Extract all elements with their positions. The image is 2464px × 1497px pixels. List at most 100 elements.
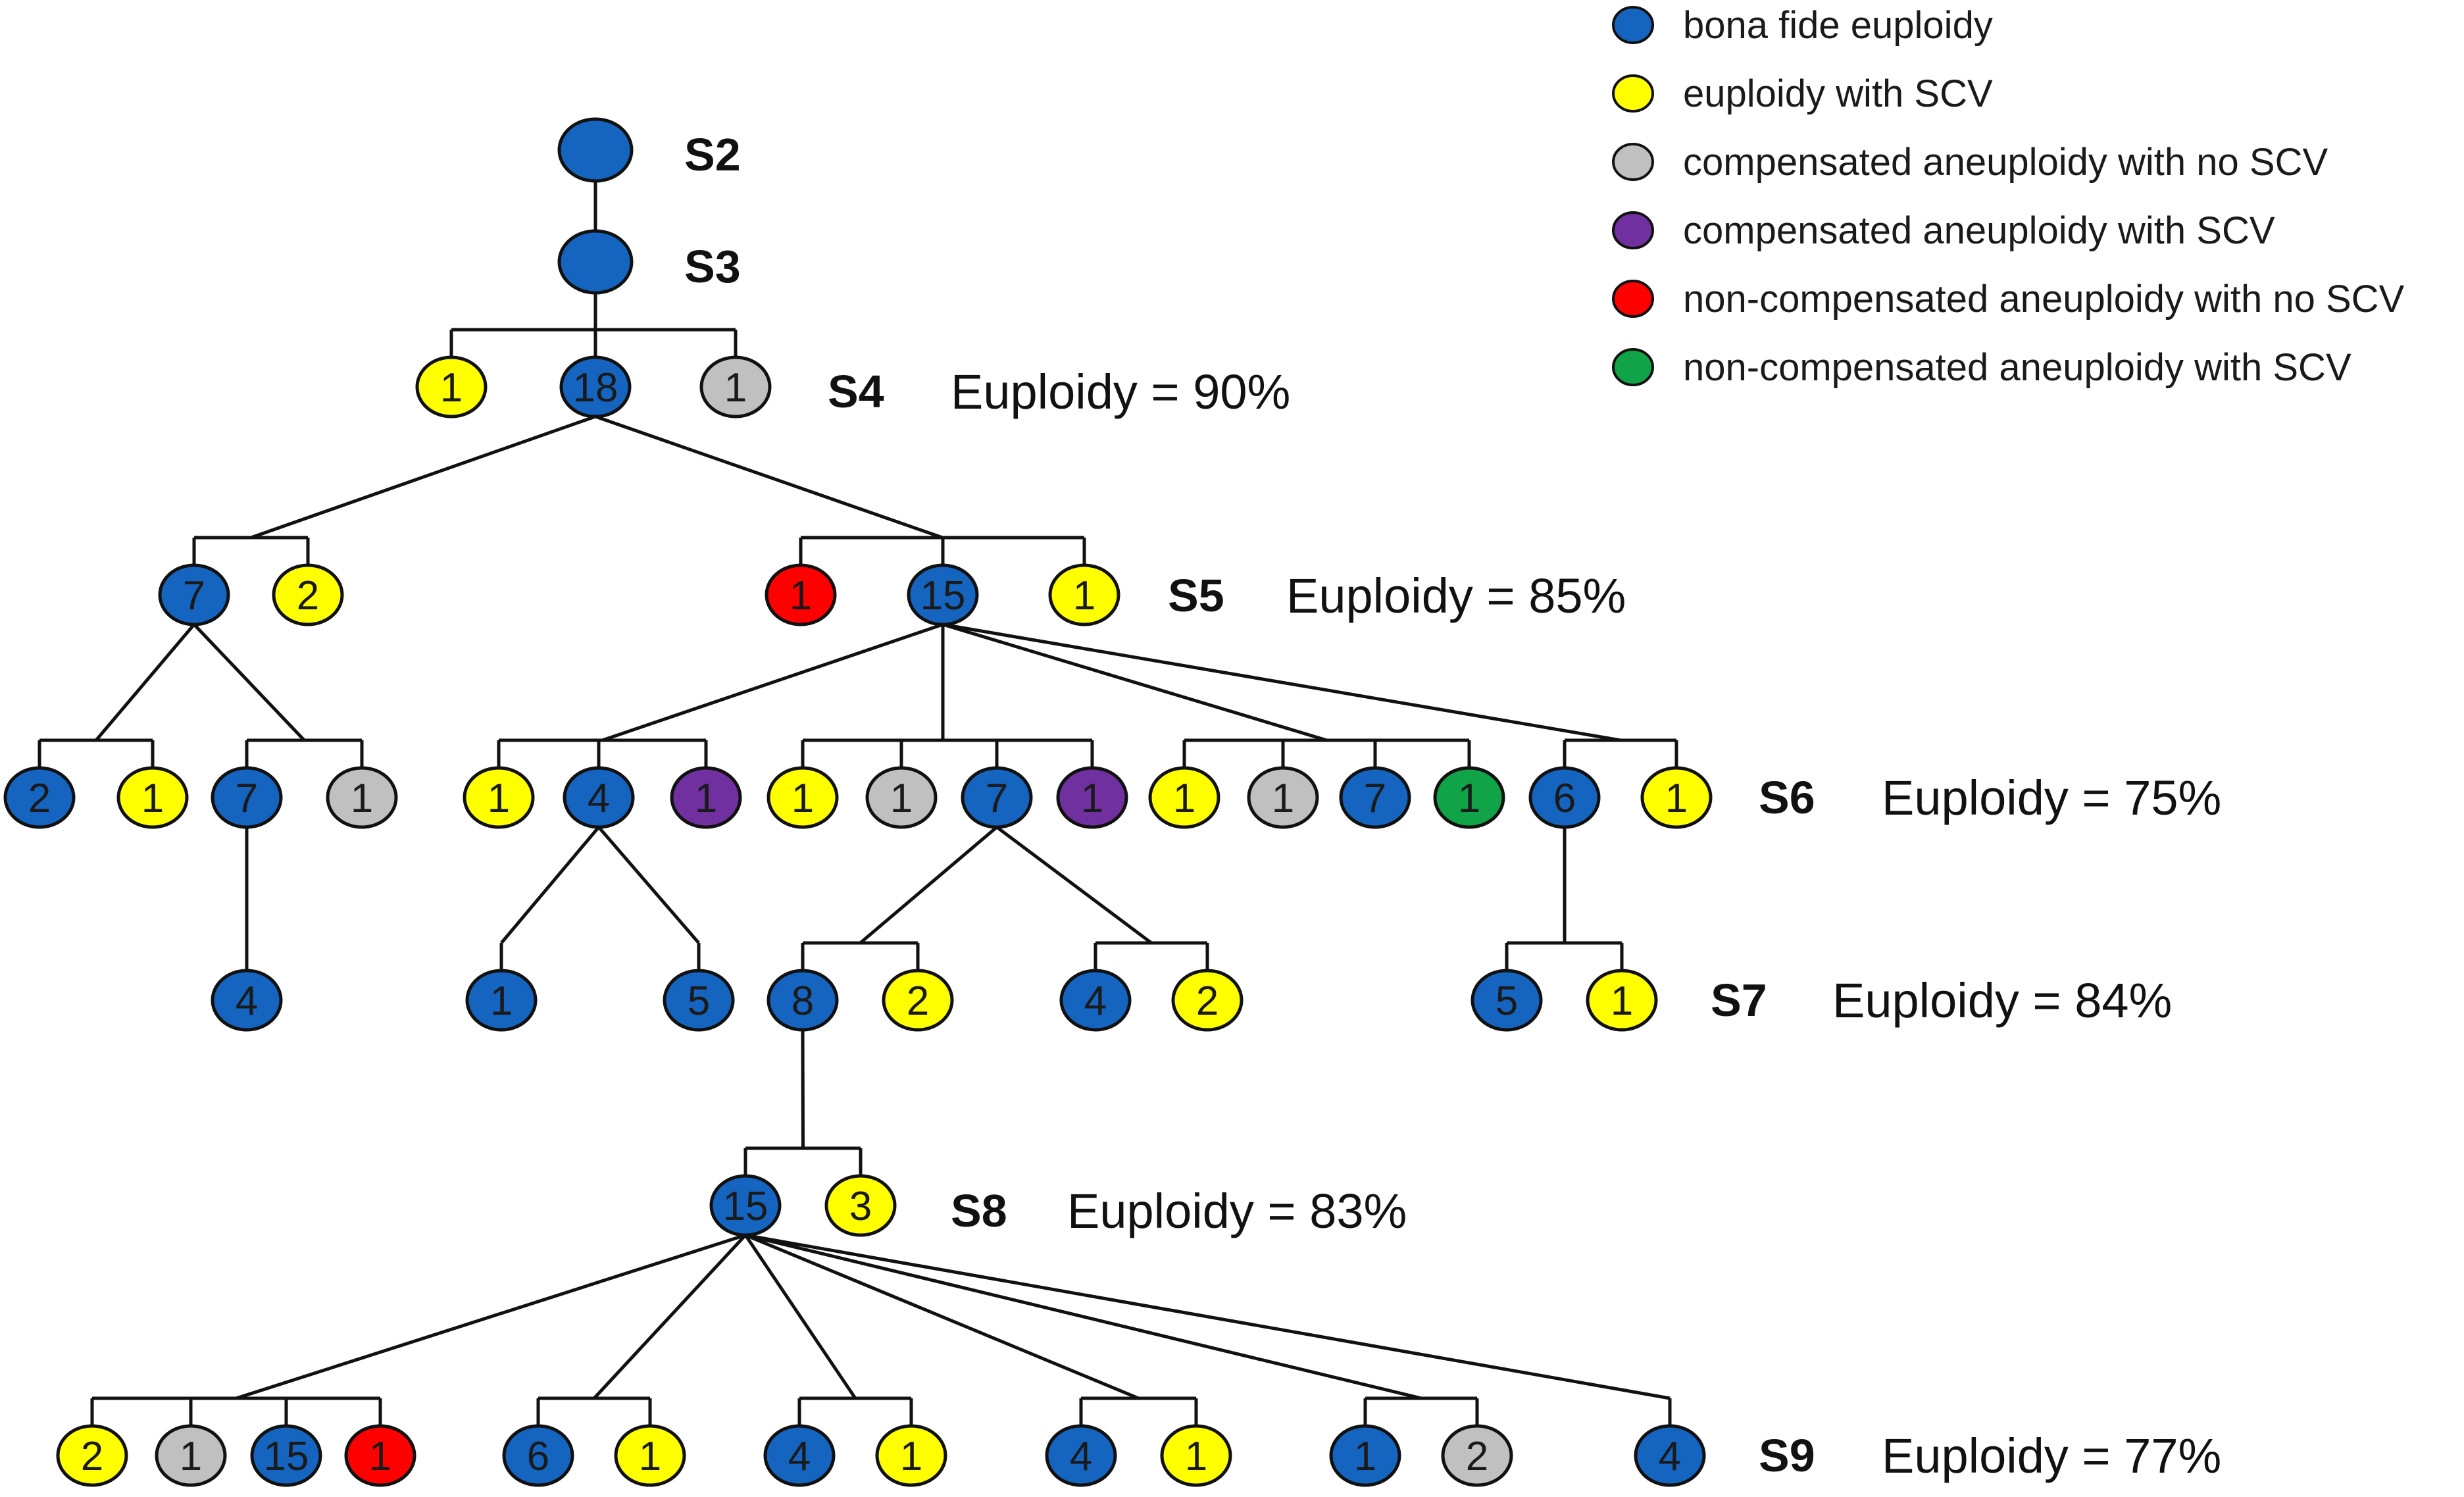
legend-swatch bbox=[1612, 280, 1654, 318]
tree-node-a7: 7 bbox=[158, 563, 230, 626]
node-ellipse bbox=[709, 1174, 782, 1237]
euploidy-value-s7: Euploidy = 84% bbox=[1832, 973, 2172, 1028]
tree-node-e7: 7 bbox=[961, 766, 1033, 829]
node-count: 1 bbox=[351, 776, 373, 821]
tree-node-f1g: 1 bbox=[1247, 766, 1319, 829]
edge-b15-group-0 bbox=[601, 622, 943, 742]
legend-item-yellow: euploidy with SCV bbox=[1612, 72, 1993, 115]
node-ellipse bbox=[1247, 766, 1319, 829]
tree-node-r1: 1 bbox=[1329, 1424, 1401, 1487]
edge-e7-group-0 bbox=[859, 826, 998, 944]
node-ellipse bbox=[1059, 969, 1132, 1032]
node-count: 1 bbox=[695, 776, 717, 821]
node-count: 2 bbox=[1466, 1434, 1488, 1479]
legend-label: compensated aneuploidy with no SCV bbox=[1683, 141, 2328, 184]
legend-label: non-compensated aneuploidy with SCV bbox=[1683, 346, 2351, 389]
tree-node-n2: 2 bbox=[56, 1424, 128, 1487]
edge-s4b-group-1 bbox=[595, 415, 943, 540]
node-ellipse bbox=[663, 969, 735, 1032]
node-count: 7 bbox=[986, 776, 1008, 821]
node-ellipse bbox=[211, 969, 283, 1032]
tree-node-q4: 4 bbox=[1045, 1424, 1117, 1487]
edge-d4-group-1 bbox=[597, 826, 700, 944]
legend-swatch bbox=[1612, 6, 1654, 44]
tree-node-g1y: 1 bbox=[1640, 766, 1713, 829]
node-count: 1 bbox=[1354, 1434, 1376, 1479]
edge-a7-group-1 bbox=[193, 623, 306, 742]
node-ellipse bbox=[463, 766, 535, 829]
node-ellipse bbox=[699, 355, 772, 419]
node-ellipse bbox=[3, 766, 76, 829]
tree-node-l5: 5 bbox=[1471, 969, 1543, 1032]
node-ellipse bbox=[1441, 1424, 1513, 1487]
node-count: 1 bbox=[141, 776, 164, 821]
node-count: 4 bbox=[1084, 978, 1107, 1024]
node-ellipse bbox=[344, 1424, 416, 1487]
node-count: 1 bbox=[440, 365, 463, 411]
node-ellipse bbox=[272, 563, 344, 626]
node-ellipse bbox=[557, 229, 634, 295]
node-count: 1 bbox=[490, 978, 513, 1024]
node-count: 6 bbox=[527, 1434, 549, 1479]
node-ellipse bbox=[557, 117, 634, 183]
legend-swatch bbox=[1612, 143, 1654, 181]
node-count: 2 bbox=[1196, 978, 1219, 1024]
node-ellipse bbox=[1471, 969, 1543, 1032]
edge-b15-group-2 bbox=[942, 622, 1328, 742]
node-count: 1 bbox=[1185, 1434, 1207, 1479]
node-count: 15 bbox=[723, 1184, 768, 1229]
node-count: 4 bbox=[1659, 1434, 1681, 1479]
node-ellipse bbox=[1640, 766, 1713, 829]
tree-node-b1r: 1 bbox=[765, 563, 837, 626]
node-ellipse bbox=[415, 355, 488, 419]
node-count: 1 bbox=[1272, 776, 1294, 821]
node-ellipse bbox=[465, 969, 538, 1032]
tree-node-k2: 2 bbox=[1171, 969, 1244, 1032]
node-count: 4 bbox=[588, 776, 610, 821]
node-count: 1 bbox=[792, 776, 814, 821]
node-ellipse bbox=[326, 766, 398, 829]
tree-node-c7: 7 bbox=[211, 766, 283, 829]
node-ellipse bbox=[875, 1424, 947, 1487]
node-count: 1 bbox=[1073, 573, 1095, 619]
legend-label: bona fide euploidy bbox=[1683, 4, 1993, 47]
tree-node-o1: 1 bbox=[614, 1424, 686, 1487]
tree-node-e1p: 1 bbox=[1056, 766, 1128, 829]
node-ellipse bbox=[824, 1174, 897, 1237]
tree-node-j8: 8 bbox=[767, 969, 839, 1032]
node-ellipse bbox=[865, 766, 938, 829]
edge-m15-group-5 bbox=[745, 1233, 1671, 1400]
node-count: 7 bbox=[183, 573, 205, 619]
node-ellipse bbox=[1339, 766, 1411, 829]
tree-node-m15: 15 bbox=[709, 1174, 782, 1237]
stage-label-s2: S2 bbox=[684, 129, 741, 180]
euploidy-value-s8: Euploidy = 83% bbox=[1067, 1184, 1407, 1238]
node-count: 8 bbox=[792, 978, 814, 1024]
tree-node-i1: 1 bbox=[465, 969, 538, 1032]
node-ellipse bbox=[765, 563, 837, 626]
node-count: 1 bbox=[724, 365, 747, 411]
node-count: 5 bbox=[688, 978, 710, 1024]
node-count: 2 bbox=[28, 776, 51, 821]
stage-label-s9: S9 bbox=[1759, 1430, 1815, 1481]
node-count: 18 bbox=[573, 365, 618, 411]
node-ellipse bbox=[559, 355, 632, 419]
tree-node-d1p: 1 bbox=[670, 766, 742, 829]
tree-node-n1g: 1 bbox=[155, 1424, 227, 1487]
legend-swatch bbox=[1612, 348, 1654, 386]
stage-label-s4: S4 bbox=[828, 366, 884, 417]
stage-label-s7: S7 bbox=[1711, 975, 1767, 1026]
node-count: 3 bbox=[849, 1184, 872, 1229]
node-ellipse bbox=[1160, 1424, 1232, 1487]
tree-node-s4b: 18 bbox=[559, 355, 632, 419]
tree-node-s4c: 1 bbox=[699, 355, 772, 419]
node-count: 1 bbox=[1665, 776, 1688, 821]
node-ellipse bbox=[763, 1424, 836, 1487]
node-count: 7 bbox=[236, 776, 258, 821]
node-ellipse bbox=[1148, 766, 1220, 829]
tree-node-r2: 2 bbox=[1441, 1424, 1513, 1487]
edge-m15-group-0 bbox=[236, 1233, 746, 1400]
stage-label-s3: S3 bbox=[684, 241, 741, 292]
